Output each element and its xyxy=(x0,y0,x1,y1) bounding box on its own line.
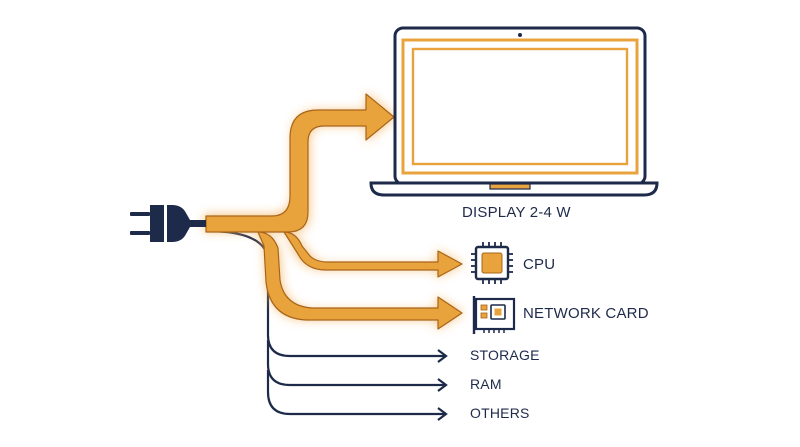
laptop-camera-icon xyxy=(518,33,522,37)
storage-label: STORAGE xyxy=(470,347,540,363)
ram-arrowhead-icon xyxy=(437,378,448,392)
network-card-icon xyxy=(472,296,516,334)
minor-arrowheads xyxy=(437,349,448,421)
network-flow-arrow xyxy=(257,231,463,330)
cpu-label: CPU xyxy=(523,256,556,273)
minor-branches xyxy=(205,229,445,416)
ram-label: RAM xyxy=(470,376,502,392)
storage-branch-line xyxy=(205,229,445,358)
cpu-flow-arrow xyxy=(283,231,463,278)
ram-branch-line xyxy=(266,340,445,387)
others-arrowhead-icon xyxy=(437,407,448,421)
others-branch-line xyxy=(266,370,445,416)
cpu-chip-icon xyxy=(471,242,513,284)
laptop-icon xyxy=(369,26,659,197)
laptop-display-inner xyxy=(411,47,629,166)
laptop-display-outer xyxy=(401,38,639,175)
power-plug-icon xyxy=(130,205,206,242)
laptop-trackpad-notch xyxy=(489,183,531,190)
laptop-screen-frame xyxy=(393,26,647,186)
storage-arrowhead-icon xyxy=(437,349,448,363)
others-label: OTHERS xyxy=(470,405,530,421)
display-label: DISPLAY 2-4 W xyxy=(462,204,571,221)
display-flow-arrow xyxy=(205,93,395,233)
network-card-label: NETWORK CARD xyxy=(523,305,649,322)
main-flow xyxy=(205,93,463,330)
